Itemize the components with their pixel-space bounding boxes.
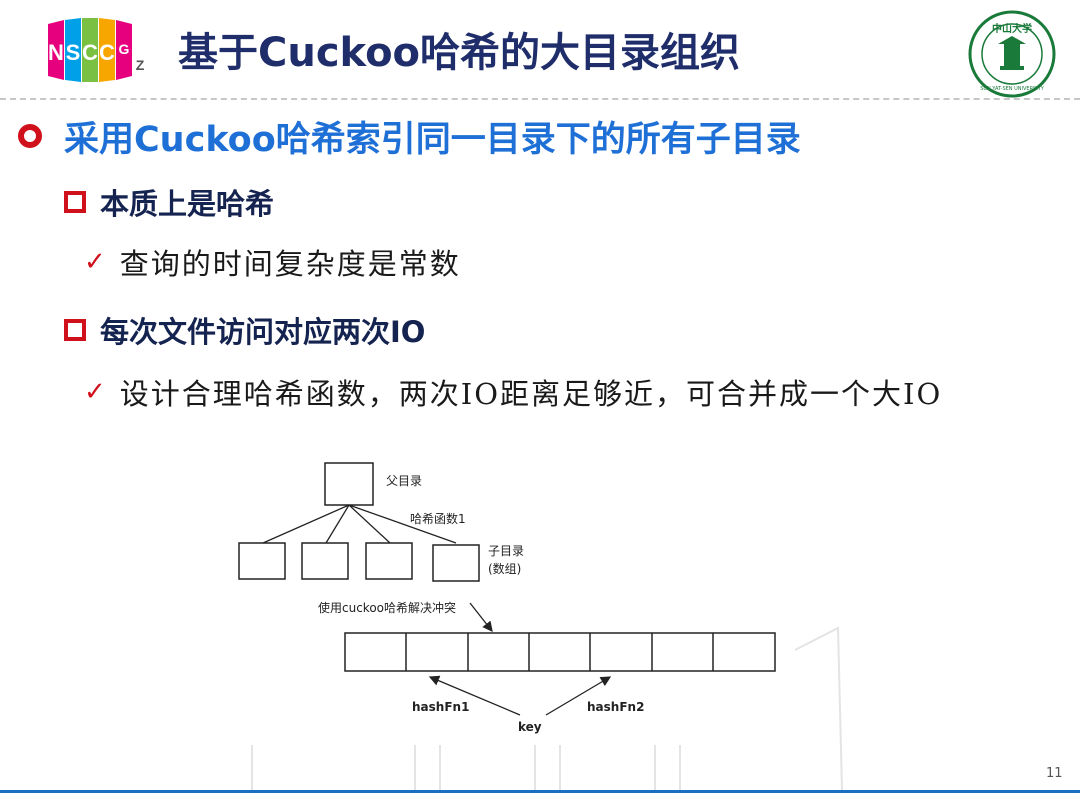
logo-letter: C bbox=[82, 40, 98, 65]
key-label: key bbox=[518, 720, 542, 734]
logo-letter: Z bbox=[136, 57, 145, 73]
page-number: 11 bbox=[1046, 766, 1063, 781]
section2-heading-text: 每次文件访问对应两次IO bbox=[100, 315, 426, 349]
hashfn2-label: hashFn2 bbox=[587, 700, 644, 714]
parent-label: 父目录 bbox=[386, 474, 422, 488]
logo-letter: N bbox=[48, 40, 64, 65]
tree-edges bbox=[262, 504, 457, 544]
section1-heading-text: 本质上是哈希 bbox=[100, 187, 275, 221]
cuckoo-label: 使用cuckoo哈希解决冲突 bbox=[318, 600, 456, 615]
child-label-line1: 子目录 bbox=[488, 544, 524, 558]
bottom-bar bbox=[0, 790, 1080, 793]
logo-letter: G bbox=[119, 41, 130, 57]
square-bullet-icon bbox=[64, 191, 86, 213]
cuckoo-hash-diagram: 父目录 哈希函数1 子目录 (数组) 使用cuckoo哈希解决冲突 hashFn… bbox=[238, 462, 776, 734]
section2-heading: 每次文件访问对应两次IO bbox=[64, 310, 425, 350]
hash-fn-label: 哈希函数1 bbox=[410, 511, 466, 526]
child-directory-box bbox=[365, 542, 413, 580]
checkmark-icon: ✓ bbox=[84, 247, 106, 277]
section2-bullet: ✓ 设计合理哈希函数，两次IO距离足够近，可合并成一个大IO bbox=[84, 372, 942, 412]
section1-heading: 本质上是哈希 bbox=[64, 182, 274, 222]
level1-text: 采用Cuckoo哈希索引同一目录下的所有子目录 bbox=[64, 119, 801, 160]
child-directory-box bbox=[238, 542, 286, 580]
seal-bottom-text: SUN YAT-SEN UNIVERSITY bbox=[980, 86, 1045, 92]
level1-bullet: 采用Cuckoo哈希索引同一目录下的所有子目录 bbox=[18, 110, 801, 162]
child-directory-box bbox=[301, 542, 349, 580]
section2-bullet-text: 设计合理哈希函数，两次IO距离足够近，可合并成一个大IO bbox=[119, 377, 943, 411]
checkmark-icon: ✓ bbox=[84, 377, 106, 407]
square-bullet-icon bbox=[64, 319, 86, 341]
seal-top-text: 中山大学 bbox=[992, 22, 1032, 35]
section1-bullet-text: 查询的时间复杂度是常数 bbox=[119, 247, 461, 281]
header-divider bbox=[0, 98, 1080, 100]
logo-letter: S bbox=[66, 40, 81, 65]
nscc-gz-logo: N S C C G Z bbox=[48, 18, 145, 82]
section1-bullet: ✓ 查询的时间复杂度是常数 bbox=[84, 242, 461, 282]
ring-bullet-icon bbox=[18, 124, 42, 148]
child-directory-box bbox=[432, 544, 480, 582]
logo-letter: C bbox=[99, 40, 115, 65]
slide-title: 基于Cuckoo哈希的大目录组织 bbox=[178, 30, 741, 76]
child-label-line2: (数组) bbox=[488, 561, 521, 576]
slide-header: N S C C G Z 基于Cuckoo哈希的大目录组织 中山大学 SUN YA… bbox=[0, 0, 1080, 100]
sysu-seal-logo: 中山大学 SUN YAT-SEN UNIVERSITY bbox=[968, 10, 1056, 98]
hashfn1-label: hashFn1 bbox=[412, 700, 469, 714]
parent-directory-box bbox=[324, 462, 374, 506]
bucket-array bbox=[344, 632, 776, 672]
